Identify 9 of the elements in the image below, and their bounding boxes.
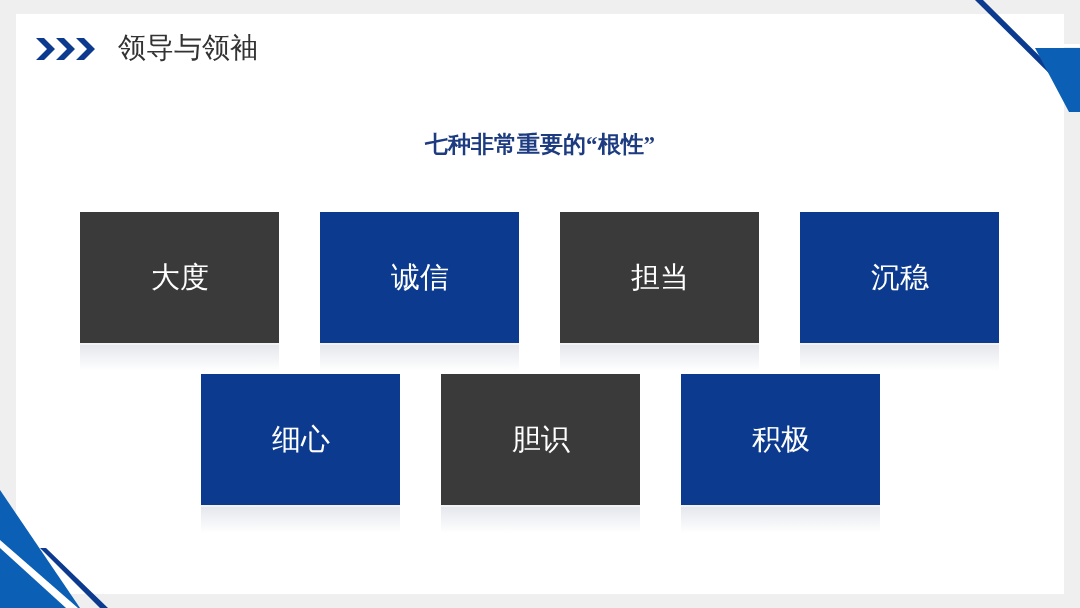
trait-label: 细心 <box>271 421 330 457</box>
subtitle: 七种非常重要的“根性” <box>424 131 656 159</box>
trait-label: 沉稳 <box>870 259 929 295</box>
trait-label: 胆识 <box>511 421 570 457</box>
trait-label: 诚信 <box>390 259 449 295</box>
trait-label: 积极 <box>751 421 810 457</box>
trait-label: 大度 <box>150 259 209 295</box>
trait-label: 担当 <box>630 259 689 295</box>
slide-title: 领导与领袖 <box>118 30 258 66</box>
